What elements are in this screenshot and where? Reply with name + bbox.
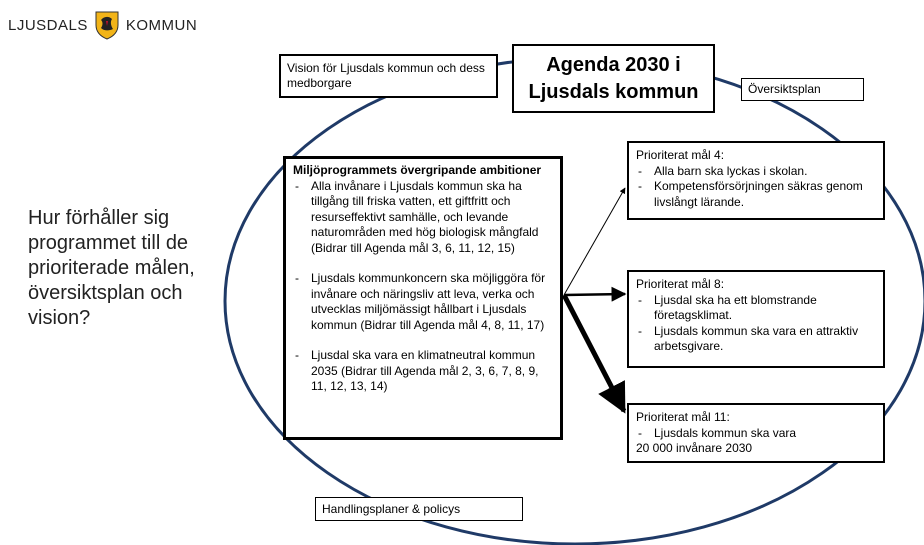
goal-11-box: Prioriterat mål 11: Ljusdals kommun ska … [627, 403, 885, 463]
handlingsplaner-box: Handlingsplaner & policys [315, 497, 523, 521]
goal-4-item-1: Alla barn ska lyckas i skolan. [636, 164, 876, 180]
goal-4-item-2: Kompetensförsörjningen säkras genom livs… [636, 179, 876, 210]
goal-8-title: Prioriterat mål 8: [636, 277, 725, 291]
goal-8-item-1: Ljusdal ska ha ett blomstrande företagsk… [636, 293, 876, 324]
goal-4-box: Prioriterat mål 4: Alla barn ska lyckas … [627, 141, 885, 220]
question-text: Hur förhåller sig programmet till de pri… [28, 207, 195, 329]
arrow-to-goal11 [561, 293, 627, 414]
header-logo: LJUSDALS KOMMUN [8, 8, 197, 42]
goal-8-item-2: Ljusdals kommun ska vara en attraktiv ar… [636, 324, 876, 355]
logo-text-right: KOMMUN [125, 16, 198, 34]
agenda-box: Agenda 2030 i Ljusdals kommun [512, 44, 715, 113]
arrow-to-goal8 [563, 286, 627, 302]
agenda-title-line1: Agenda 2030 i [546, 54, 681, 76]
oversiktsplan-box: Översiktsplan [741, 78, 864, 101]
miljo-item-3: Ljusdal ska vara en klimatneutral kommun… [293, 348, 553, 395]
crest-icon [95, 11, 119, 40]
agenda-title-line2: Ljusdals kommun [528, 81, 699, 103]
goal-4-title: Prioriterat mål 4: [636, 148, 725, 162]
miljo-item-2: Ljusdals kommunkoncern ska möjliggöra fö… [293, 271, 553, 333]
goal-11-item-1: Ljusdals kommun ska vara [636, 426, 876, 442]
miljo-item-1: Alla invånare i Ljusdals kommun ska ha t… [293, 179, 553, 257]
arrow-to-goal4 [563, 187, 626, 296]
goal-11-after: 20 000 invånare 2030 [636, 441, 753, 455]
logo-text-left: LJUSDALS [8, 16, 88, 34]
goal-11-title: Prioriterat mål 11: [636, 410, 730, 424]
goal-8-box: Prioriterat mål 8: Ljusdal ska ha ett bl… [627, 270, 885, 368]
miljoprogram-box: Miljöprogrammets övergripande ambitioner… [283, 156, 563, 440]
miljoprogram-title: Miljöprogrammets övergripande ambitioner [293, 163, 542, 177]
vision-box: Vision för Ljusdals kommun och dess medb… [279, 54, 498, 98]
